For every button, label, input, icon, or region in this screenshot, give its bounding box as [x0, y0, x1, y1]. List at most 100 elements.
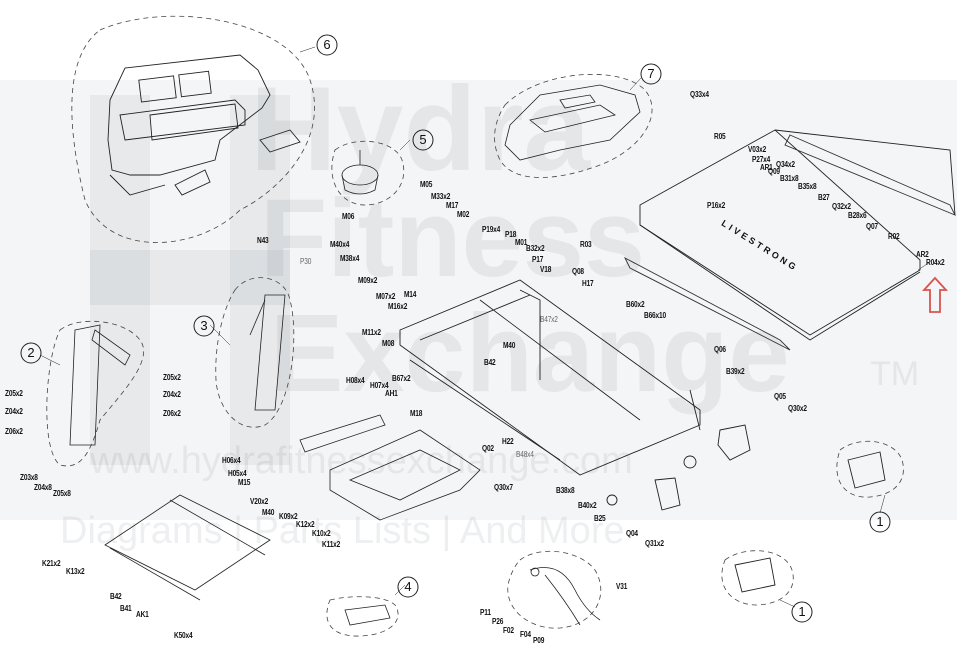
part-label: P18	[505, 230, 517, 239]
part-label: M17	[446, 201, 459, 210]
callout-5: 5	[419, 132, 427, 147]
part-label: B60x2	[626, 300, 645, 309]
wire-harness	[529, 567, 601, 626]
part-label: AH1	[385, 389, 398, 398]
part-label: M40x4	[330, 240, 350, 249]
lower-frame	[299, 414, 481, 521]
callout-1-a: 1	[876, 514, 884, 529]
part-label: K11x2	[322, 540, 341, 549]
part-label: P27x4	[752, 155, 771, 164]
part-label: Z06x2	[163, 409, 181, 418]
part-label: P19x4	[482, 225, 501, 234]
deck-assembly	[623, 129, 956, 351]
part-label: R04x2	[926, 258, 945, 267]
part-label: M07x2	[376, 292, 396, 301]
part-label: M16x2	[388, 302, 408, 311]
part-label: P09	[533, 636, 545, 645]
part-label: B67x2	[392, 374, 411, 383]
part-label: V03x2	[748, 145, 767, 154]
part-label: N43	[257, 236, 269, 245]
part-label: Z04x2	[163, 390, 181, 399]
part-label: K13x2	[66, 567, 85, 576]
part-label: Z04x8	[34, 483, 52, 492]
part-label: M14	[404, 290, 417, 299]
part-label: B38x8	[556, 486, 575, 495]
upright-right	[249, 294, 286, 411]
callout-2: 2	[27, 345, 35, 360]
part-label: M15	[238, 478, 251, 487]
part-label: F02	[503, 626, 514, 635]
part-label: B42	[484, 358, 496, 367]
part-label: K12x2	[296, 520, 315, 529]
part-label: Q08	[572, 267, 584, 276]
part-label: AK1	[136, 610, 149, 619]
part-label: Z05x2	[5, 389, 23, 398]
incline-base	[104, 494, 271, 601]
up-arrow-icon	[921, 276, 949, 313]
part-label: B31x8	[780, 174, 799, 183]
part-label: Z04x2	[5, 407, 23, 416]
part-label: K09x2	[279, 512, 298, 521]
part-label: Q04	[626, 529, 638, 538]
part-label: H22	[502, 437, 514, 446]
part-label: B28x6	[848, 211, 867, 220]
part-label: M40	[503, 341, 516, 350]
part-label: P30	[300, 257, 312, 266]
part-label: Q31x2	[645, 539, 664, 548]
part-label: R05	[714, 132, 726, 141]
part-label: M40	[262, 508, 275, 517]
part-label: B39x2	[726, 367, 745, 376]
part-label: M08	[382, 339, 395, 348]
part-label: V18	[540, 265, 552, 274]
part-label: Q06	[714, 345, 726, 354]
part-label: B42	[110, 592, 122, 601]
motor-part	[341, 150, 379, 195]
part-label: Q02	[482, 444, 494, 453]
part-label: Z03x8	[20, 473, 38, 482]
part-label: Q05	[774, 392, 786, 401]
callout-circles	[20, 34, 891, 623]
upright-left	[69, 324, 131, 446]
part-label: Z05x8	[53, 489, 71, 498]
part-label: Q32x2	[832, 202, 851, 211]
callout-1-b: 1	[798, 604, 806, 619]
part-label: K10x2	[312, 529, 331, 538]
part-label: M11x2	[362, 328, 381, 337]
console-assembly	[107, 54, 301, 196]
part-label: Z06x2	[5, 427, 23, 436]
callout-6: 6	[323, 37, 331, 52]
part-label: P16x2	[707, 201, 726, 210]
part-label: M02	[457, 210, 470, 219]
part-label: H17	[582, 279, 594, 288]
part-label: M18	[410, 409, 423, 418]
callout-3: 3	[200, 318, 208, 333]
part-label: K50x4	[174, 631, 193, 640]
part-label: M05	[420, 180, 433, 189]
rear-endcap	[606, 424, 886, 593]
part-label: H07x4	[370, 381, 389, 390]
part-label: Q34x2	[776, 160, 795, 169]
part-label: V31	[616, 582, 628, 591]
part-label: Z05x2	[163, 373, 181, 382]
part-label: AR2	[916, 250, 929, 259]
part-label: B25	[594, 514, 606, 523]
part-label: Q33x4	[690, 90, 709, 99]
callout-7: 7	[647, 66, 655, 81]
part-label: B66x10	[644, 311, 666, 320]
part-label: P11	[480, 608, 491, 617]
watermark-band	[0, 80, 957, 520]
part-label: AR1	[760, 163, 773, 172]
part-label: R02	[888, 232, 900, 241]
part-label: B32x2	[526, 244, 545, 253]
part-label: B27	[818, 193, 830, 202]
part-label: P17	[532, 255, 544, 264]
part-label: Q30x2	[788, 404, 807, 413]
part-label: M01	[515, 238, 528, 247]
part-label: K21x2	[42, 559, 61, 568]
part-label: M06	[342, 212, 355, 221]
part-label: M33x2	[431, 192, 451, 201]
part-label: Q07	[866, 222, 878, 231]
watermark-logo-icon	[90, 95, 290, 465]
